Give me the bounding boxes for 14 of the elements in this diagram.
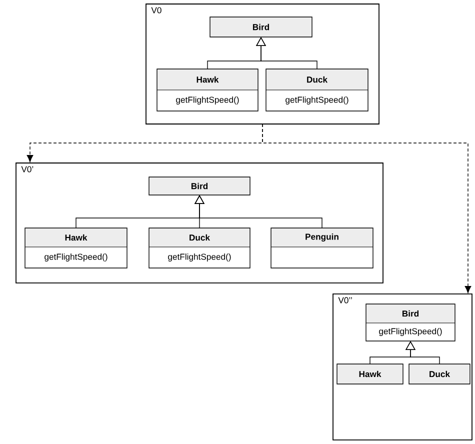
- inheritance-arrow: [194, 195, 322, 228]
- class-box: Hawk: [336, 364, 404, 384]
- class-box: Duck getFlightSpeed(): [266, 68, 368, 112]
- class-box: Bird getFlightSpeed(): [366, 304, 456, 342]
- inheritance-arrow: [405, 341, 440, 364]
- inheritance-arrow: [256, 37, 318, 70]
- class-box: Penguin: [270, 228, 374, 268]
- class-box: Hawk getFlightSpeed(): [156, 68, 258, 112]
- class-box: Hawk getFlightSpeed(): [24, 228, 128, 268]
- class-box: Duck: [408, 364, 470, 384]
- dashed-arrow: [262, 124, 472, 294]
- class-box: Bird: [210, 16, 312, 38]
- class-box: Duck getFlightSpeed(): [148, 228, 250, 268]
- class-box: Bird: [148, 176, 250, 196]
